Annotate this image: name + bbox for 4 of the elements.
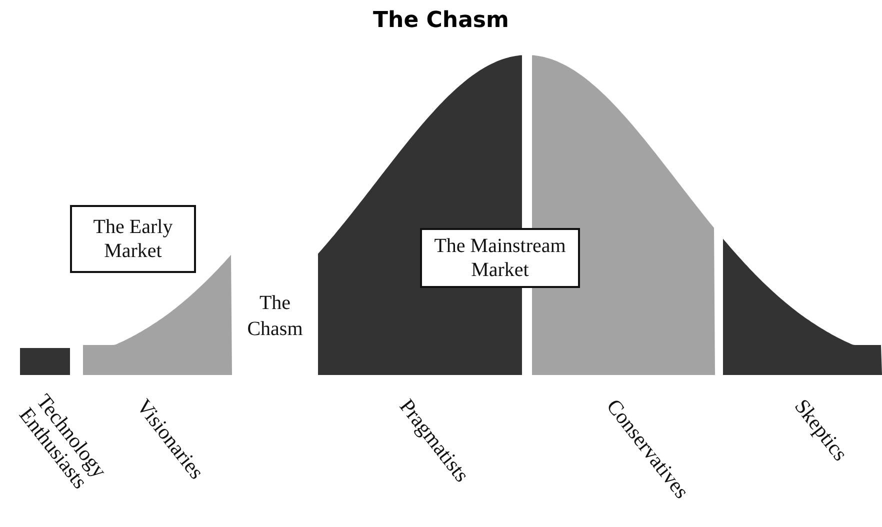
label-box: The Mainstream Market xyxy=(420,228,580,288)
gap-label: The Chasm xyxy=(246,291,304,342)
diagram-title: The Chasm xyxy=(372,8,510,33)
label-box: The Early Market xyxy=(70,205,196,273)
